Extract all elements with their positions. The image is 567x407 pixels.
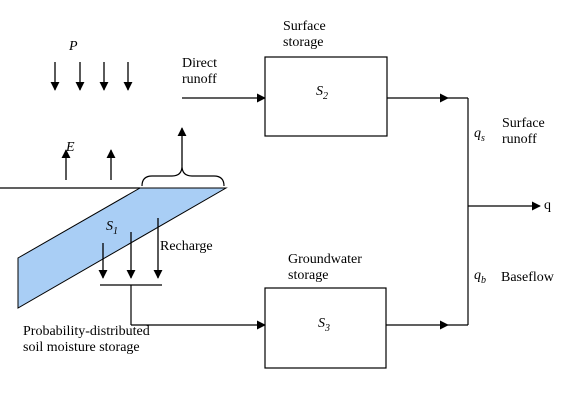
precipitation-label: P [69,39,78,54]
s3-label: S3 [318,316,330,334]
direct-runoff-label: Direct runoff [182,56,217,87]
groundwater-storage-box [264,287,387,369]
surface-storage-box [264,56,388,137]
runoff-brace [141,165,225,187]
s2-label: S2 [316,84,328,102]
s1-label: S1 [106,219,118,237]
surface-storage-label: Surface storage [283,19,326,50]
qs-label: qs [474,126,485,144]
evaporation-label: E [66,140,75,155]
soil-storage-label: Probability-distributed soil moisture st… [23,324,150,355]
total-outflow-label: q [544,198,551,213]
soil-storage-shape [17,187,228,309]
qb-label: qb [474,268,486,286]
groundwater-storage-label: Groundwater storage [288,252,362,283]
surface-runoff-label: Surface runoff [502,116,545,147]
baseflow-label: Baseflow [501,270,554,285]
recharge-label: Recharge [160,239,213,254]
